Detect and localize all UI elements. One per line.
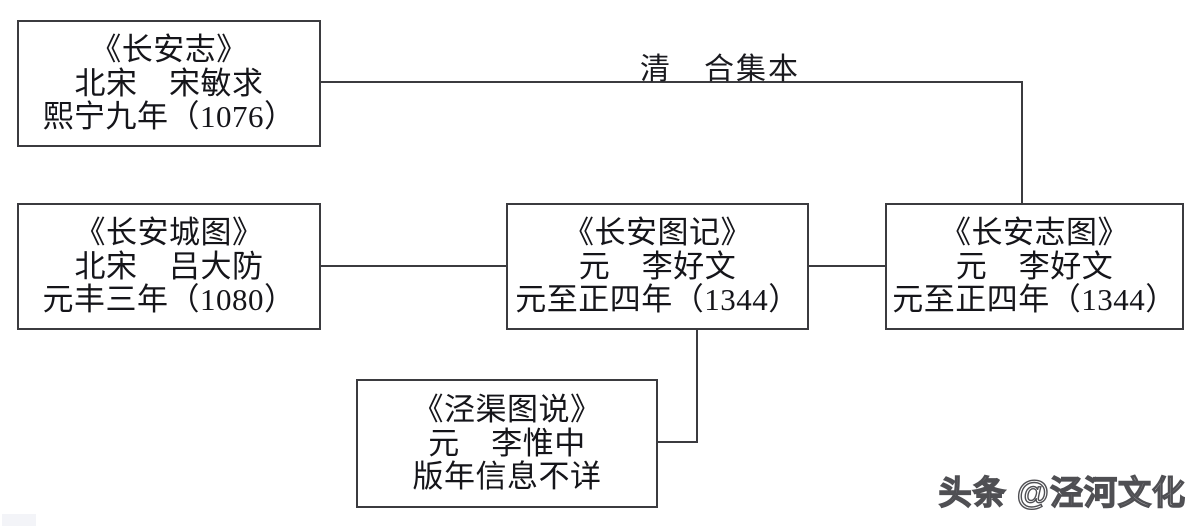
node-author: 元 李好文 [578,248,737,284]
watermark-text: 头条 @泾河文化 [938,473,1186,511]
node-date: 元至正四年（1344） [892,282,1177,318]
node-date: 元丰三年（1080） [42,282,296,318]
connector-changanchengtu-to-changantuji [321,265,508,267]
node-title: 《长安志图》 [940,215,1129,251]
node-jingqutushuo[interactable]: 《泾渠图说》 元 李惟中 版年信息不详 [356,379,658,508]
node-date: 元至正四年（1344） [515,282,800,318]
connector-changantuji-to-jingqutushuo-horizontal [657,441,698,443]
node-author: 元 李惟中 [428,425,586,461]
node-title: 《泾渠图说》 [412,392,602,428]
node-date: 熙宁九年（1076） [42,99,296,135]
node-changantuji[interactable]: 《长安图记》 元 李好文 元至正四年（1344） [506,203,809,330]
node-date: 版年信息不详 [412,459,602,495]
node-author: 北宋 吕大防 [74,248,264,284]
node-title: 《长安城图》 [74,215,264,251]
node-changanzhitu[interactable]: 《长安志图》 元 李好文 元至正四年（1344） [885,203,1184,330]
node-title: 《长安志》 [90,32,248,68]
connector-changanzhi-to-changanzhitu-vertical [1021,81,1023,205]
connector-changantuji-to-jingqutushuo-vertical [696,330,698,443]
connector-changantuji-to-changanzhitu [808,265,887,267]
node-author: 元 李好文 [955,248,1114,284]
edge-label-qing-heji-ben: 清 合集本 [640,53,800,86]
connector-changanzhi-to-changanzhitu-horizontal [321,81,1023,83]
corner-artifact [2,514,36,526]
node-changanchengtu[interactable]: 《长安城图》 北宋 吕大防 元丰三年（1080） [17,203,321,330]
node-author: 北宋 宋敏求 [74,65,264,101]
node-changanzhi[interactable]: 《长安志》 北宋 宋敏求 熙宁九年（1076） [17,20,321,147]
node-title: 《长安图记》 [563,215,752,251]
